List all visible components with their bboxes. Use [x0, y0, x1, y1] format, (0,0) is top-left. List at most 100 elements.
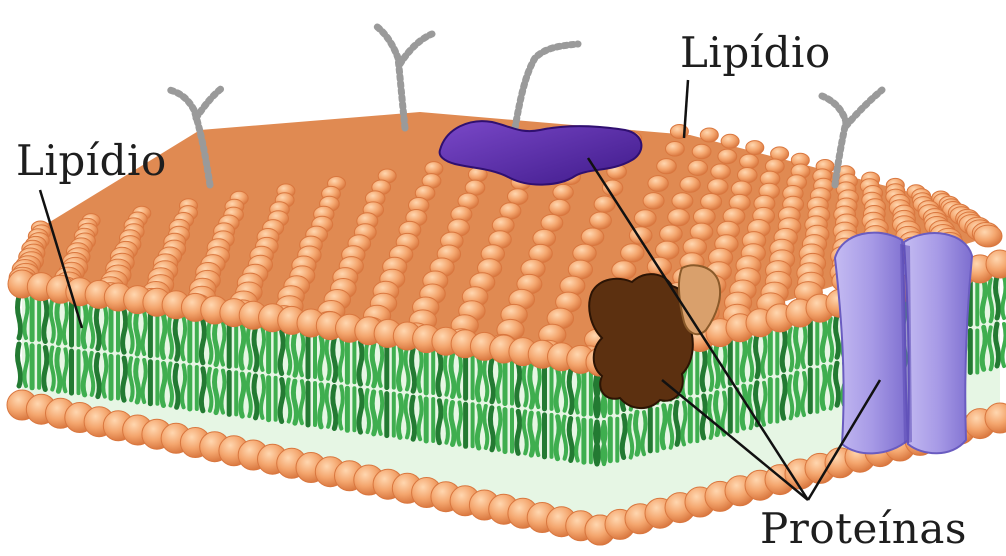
lipid-tail — [96, 355, 99, 397]
lipid-tail — [636, 412, 639, 454]
lipid-tail — [836, 315, 839, 357]
lipid-tail — [280, 380, 283, 422]
lipid-tail — [123, 358, 126, 400]
lipid-tail — [136, 312, 139, 354]
lipid-head — [668, 209, 690, 226]
lipid-tail — [982, 279, 985, 321]
lipid-tail — [412, 397, 415, 439]
lipid-head — [553, 184, 573, 200]
lipid-tail — [359, 342, 362, 384]
lipid-head — [634, 210, 656, 227]
lipid-tail — [438, 353, 441, 395]
lipid-tail — [83, 305, 86, 347]
lipid-tail — [123, 310, 126, 352]
lipid-head — [657, 159, 677, 174]
lipid-tail — [756, 335, 759, 377]
lipid-head — [666, 142, 685, 157]
lipid-head — [549, 199, 570, 215]
lipid-tail — [569, 371, 572, 413]
lipid-head — [590, 212, 612, 229]
lipid-head — [573, 244, 596, 262]
lipid-head — [738, 168, 758, 183]
lipid-tail — [822, 319, 825, 361]
integral-protein — [589, 274, 693, 408]
lipid-head — [648, 176, 668, 192]
lipid-tail — [996, 276, 999, 318]
lipid-head — [672, 193, 693, 209]
lipid-tail — [517, 411, 520, 453]
lipid-tail — [241, 326, 244, 368]
label-lipid-right: Lipídio — [680, 32, 831, 74]
lipid-tail — [662, 406, 665, 448]
lipid-tail — [702, 396, 705, 438]
lipid-head — [643, 193, 664, 209]
lipid-tail — [676, 402, 679, 444]
lipid-tail — [293, 333, 296, 375]
lipid-tail — [716, 345, 719, 387]
lipid-tail — [201, 321, 204, 363]
lipid-tail — [83, 353, 86, 395]
label-lipid-left: Lipídio — [16, 140, 167, 182]
lipid-tail — [702, 348, 705, 390]
lipid-tail — [254, 376, 257, 418]
lipid-head — [740, 154, 759, 169]
lipid-tail — [254, 328, 257, 370]
lipid-head — [612, 261, 636, 280]
lipid-head — [721, 134, 739, 148]
lipid-tail — [982, 327, 985, 369]
lipid-tail — [742, 338, 745, 380]
lipid-head — [660, 225, 683, 243]
lipid-head — [541, 214, 563, 231]
lipid-tail — [280, 332, 283, 374]
lipid-head — [974, 225, 1002, 247]
lipid-tail — [1003, 324, 1006, 366]
lipid-tail — [596, 374, 599, 416]
lipid-head — [708, 179, 728, 195]
lipid-tail — [215, 323, 218, 365]
lipid-tail — [796, 373, 799, 415]
lipid-head — [718, 149, 737, 164]
lipid-tail — [359, 390, 362, 432]
lipid-tail — [1003, 276, 1006, 318]
lipid-tail — [782, 376, 785, 418]
lipid-head — [680, 177, 700, 193]
lipid-tail — [596, 422, 599, 464]
glyco-chain-3 — [515, 44, 578, 128]
lipid-tail — [530, 365, 533, 407]
lipid-tail — [44, 300, 47, 342]
lipid-tail — [333, 339, 336, 381]
lipid-tail — [556, 369, 559, 411]
lipid-tail — [136, 360, 139, 402]
lipid-tail — [162, 316, 165, 358]
lipid-tail — [320, 385, 323, 427]
lipid-tail — [412, 349, 415, 391]
lipid-tail — [569, 419, 572, 461]
lipid-tail — [372, 392, 375, 434]
lipid-tail — [44, 348, 47, 390]
lipid-head — [746, 141, 764, 155]
lipid-tail — [57, 349, 60, 391]
lipid-tail — [175, 365, 178, 407]
channel-protein-right-half — [904, 233, 972, 453]
lipid-head — [508, 189, 528, 205]
lipid-tail — [796, 325, 799, 367]
lipid-tail — [293, 381, 296, 423]
lipid-tail — [438, 401, 441, 443]
lipid-tail — [320, 337, 323, 379]
lipid-tail — [57, 301, 60, 343]
lipid-head — [700, 128, 718, 142]
lipid-tail — [18, 344, 21, 386]
lipid-tail — [996, 324, 999, 366]
lipid-tail — [241, 374, 244, 416]
lipid-tail — [215, 371, 218, 413]
lipid-tail — [530, 413, 533, 455]
lipid-tail — [451, 403, 454, 445]
lipid-tail — [490, 408, 493, 450]
lipid-head — [621, 244, 644, 262]
lipid-tail — [716, 393, 719, 435]
lipid-tail — [477, 358, 480, 400]
lipid-tail — [451, 355, 454, 397]
lipid-tail — [201, 369, 204, 411]
lipid-tail — [399, 347, 402, 389]
